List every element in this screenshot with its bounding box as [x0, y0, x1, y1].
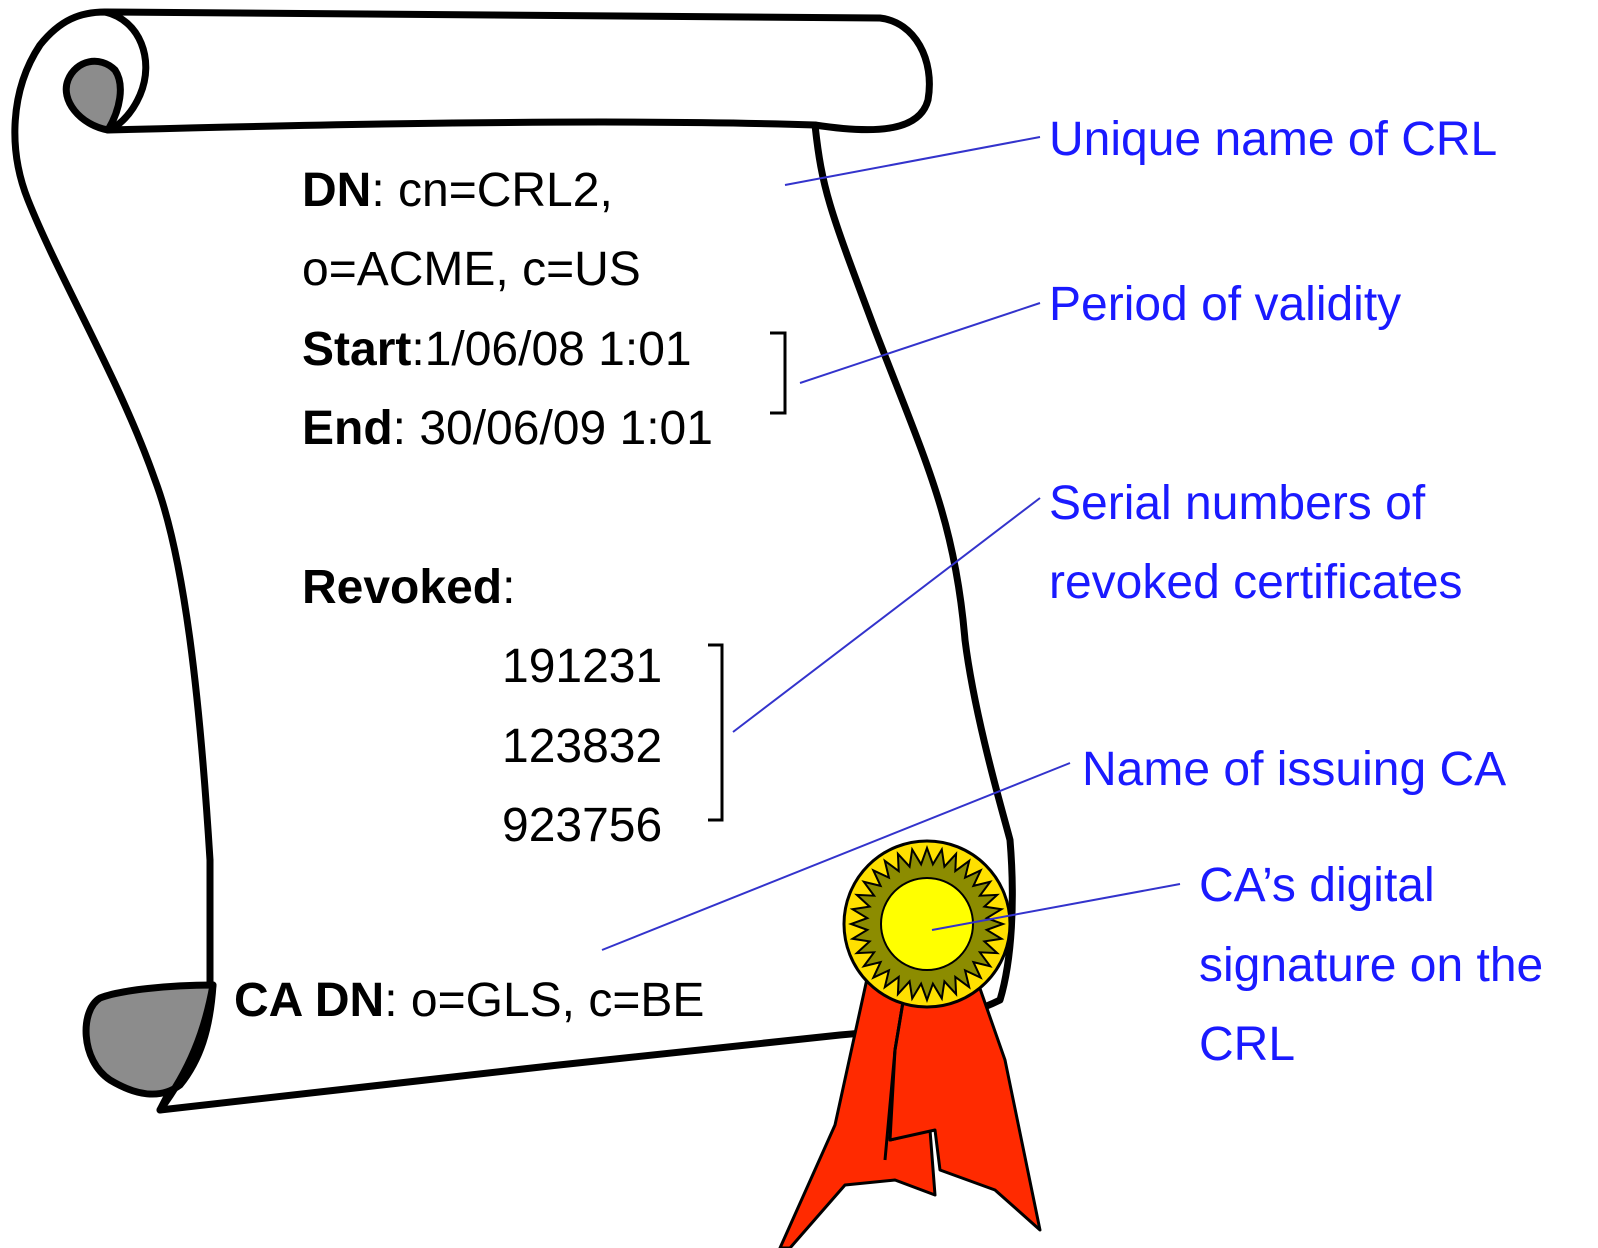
leader-validity: [799, 302, 1041, 384]
leader-lines: [601, 136, 1181, 951]
end-value: : 30/06/09 1:01: [392, 402, 713, 455]
ca-dn-label: CA DN: [234, 974, 385, 1027]
revoked-bracket: [708, 643, 724, 822]
revoked-suffix: :: [502, 561, 516, 614]
scroll-illustration: [11, 8, 1016, 1114]
callout-issuing-ca: Name of issuing CA: [1082, 743, 1507, 796]
start-label: Start: [302, 323, 412, 376]
ribbon-fold-line: [883, 989, 907, 1161]
leader-unique-name: [784, 136, 1041, 186]
ribbon: [778, 958, 1042, 1248]
end-label: End: [302, 402, 393, 455]
ribbon-right-tail: [888, 958, 1042, 1232]
end-line: End: 30/06/09 1:01: [302, 405, 713, 453]
scroll-body: [11, 8, 1016, 1114]
callout-signature-line-2: signature on the: [1199, 939, 1544, 992]
callout-signature: CA’s digital signature on the CRL: [1199, 862, 1543, 1069]
callout-signature-line-3: CRL: [1199, 1018, 1296, 1071]
scroll-bottom-edge: [156, 981, 217, 1114]
start-value: :1/06/08 1:01: [411, 323, 692, 376]
validity-bracket: [770, 331, 787, 415]
dn-value-2: o=ACME, c=US: [302, 243, 641, 296]
leader-serials: [732, 497, 1041, 733]
scroll-bottom-roll: [82, 981, 217, 1098]
dn-label: DN: [302, 164, 372, 217]
callout-serials-line-1: Serial numbers of: [1049, 477, 1426, 530]
revoked-label: Revoked: [302, 561, 503, 614]
dn-line-2: o=ACME, c=US: [302, 246, 641, 294]
dn-line-1: DN: cn=CRL2,: [302, 167, 613, 215]
leader-issuing-ca: [601, 762, 1071, 951]
callout-unique-name: Unique name of CRL: [1049, 113, 1498, 166]
callout-validity: Period of validity: [1049, 278, 1402, 331]
dn-value-1: : cn=CRL2,: [371, 164, 613, 217]
start-line: Start:1/06/08 1:01: [302, 326, 692, 374]
seal: [842, 839, 1012, 1009]
callout-serials: Serial numbers of revoked certificates: [1049, 480, 1463, 607]
callout-serials-line-2: revoked certificates: [1049, 556, 1463, 609]
callout-signature-line-1: CA’s digital: [1199, 859, 1435, 912]
scroll-top-roll: [62, 57, 124, 134]
ca-dn-line: CA DN: o=GLS, c=BE: [234, 977, 704, 1025]
scroll-top-curl-edge: [101, 8, 150, 134]
revoked-serial: 123832: [502, 720, 663, 773]
ca-dn-value: : o=GLS, c=BE: [384, 974, 705, 1027]
revoked-serial: 923756: [502, 799, 663, 852]
brackets: [708, 331, 787, 822]
leader-signature: [931, 883, 1181, 931]
revoked-serial: 191231: [502, 640, 663, 693]
revoked-line: Revoked:: [302, 564, 515, 612]
seal-center: [880, 877, 974, 971]
scroll-top-back-edge: [104, 118, 819, 134]
